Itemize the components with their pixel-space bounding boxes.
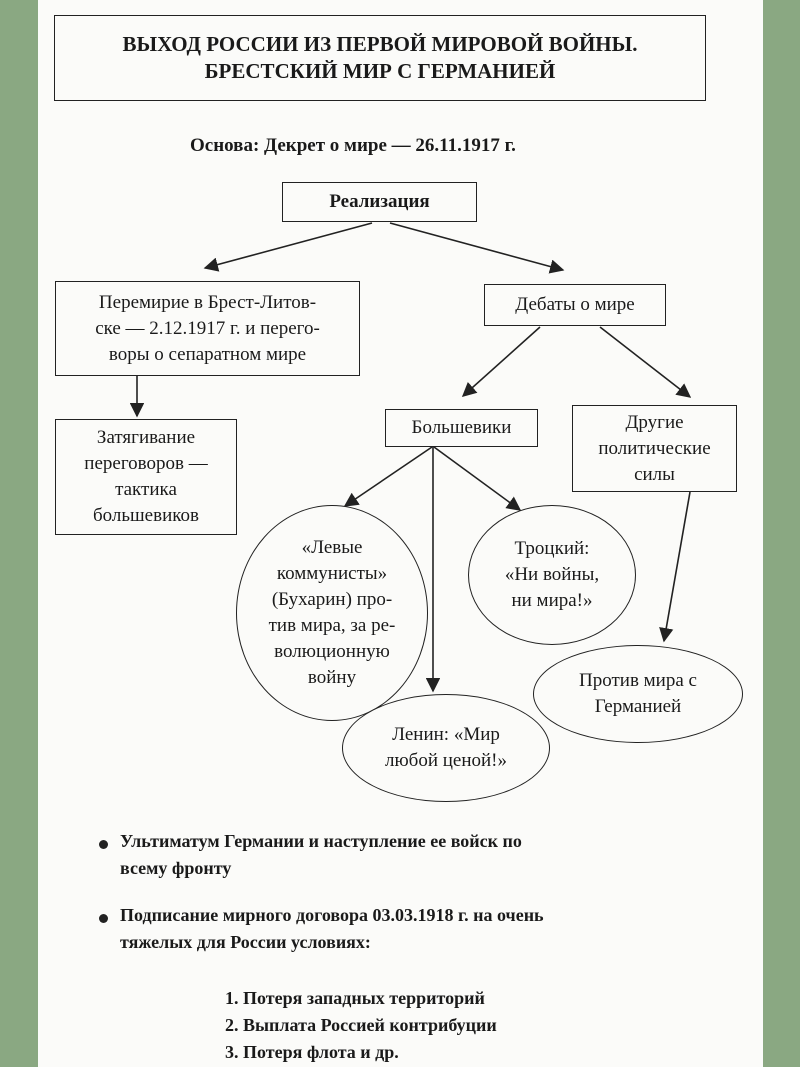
list-item: 2. Выплата Россией контрибуции bbox=[225, 1015, 497, 1035]
bolsheviks-label: Большевики bbox=[411, 417, 512, 438]
bolsheviks-box: Большевики bbox=[385, 409, 538, 447]
trotsky-label: Троцкий: «Ни войны, ни мира!» bbox=[504, 538, 600, 611]
arrow-bolsheviks-trotsky bbox=[433, 446, 522, 511]
lenin-ellipse: Ленин: «Мир любой ценой!» bbox=[342, 694, 550, 802]
title-box: ВЫХОД РОССИИ ИЗ ПЕРВОЙ МИРОВОЙ ВОЙНЫ. БР… bbox=[54, 15, 706, 101]
arrow-debates-bolsheviks bbox=[461, 326, 541, 397]
realization-label: Реализация bbox=[329, 191, 430, 212]
bullet-ultimatum: Ультиматум Германии и наступление ее вой… bbox=[120, 831, 522, 878]
trotsky-ellipse: Троцкий: «Ни войны, ни мира!» bbox=[468, 505, 636, 645]
bullet-dot bbox=[99, 840, 108, 849]
debates-box: Дебаты о мире bbox=[484, 284, 666, 326]
other-forces-box: Другие политические силы bbox=[572, 405, 737, 492]
armistice-box: Перемирие в Брест-Литов- ске — 2.12.1917… bbox=[55, 281, 360, 376]
arrow-realization-armistice bbox=[203, 222, 373, 272]
left-communists-label: «Левые коммунисты» (Бухарин) про- тив ми… bbox=[268, 537, 396, 688]
list-item: 1. Потеря западных территорий bbox=[225, 988, 485, 1008]
arrow-others-against bbox=[659, 491, 691, 643]
page-title: ВЫХОД РОССИИ ИЗ ПЕРВОЙ МИРОВОЙ ВОЙНЫ. БР… bbox=[122, 32, 638, 83]
against-peace-label: Против мира с Германией bbox=[579, 670, 697, 717]
realization-box: Реализация bbox=[282, 182, 477, 222]
other-forces-label: Другие политические силы bbox=[598, 411, 711, 485]
against-peace-ellipse: Против мира с Германией bbox=[533, 645, 743, 743]
arrow-realization-debates bbox=[389, 222, 565, 274]
list-item: 3. Потеря флота и др. bbox=[225, 1042, 399, 1062]
conditions-list: 1. Потеря западных территорий 2. Выплата… bbox=[225, 985, 497, 1066]
lenin-label: Ленин: «Мир любой ценой!» bbox=[384, 724, 508, 771]
basis-text: Основа: Декрет о мире — 26.11.1917 г. bbox=[190, 135, 516, 156]
armistice-label: Перемирие в Брест-Литов- ске — 2.12.1917… bbox=[95, 291, 320, 365]
arrow-debates-others bbox=[599, 326, 692, 398]
arrow-bolsheviks-left bbox=[343, 446, 433, 507]
debates-label: Дебаты о мире bbox=[515, 294, 635, 315]
bullet-treaty: Подписание мирного договора 03.03.1918 г… bbox=[120, 905, 544, 952]
delay-label: Затягивание переговоров — тактика больше… bbox=[84, 427, 208, 526]
delay-box: Затягивание переговоров — тактика больше… bbox=[55, 419, 237, 535]
left-communists-ellipse: «Левые коммунисты» (Бухарин) про- тив ми… bbox=[236, 505, 428, 721]
bullet-dot bbox=[99, 914, 108, 923]
